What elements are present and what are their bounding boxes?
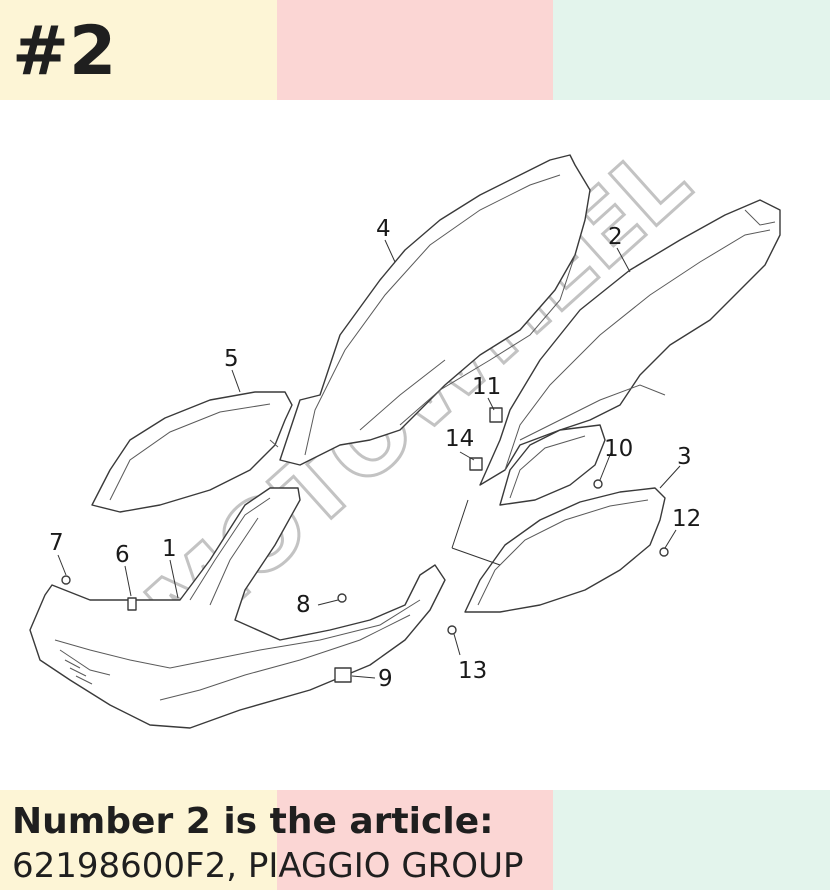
callout-10: 10: [604, 436, 633, 462]
part-2-right-side-panel: [479, 199, 781, 486]
exploded-parts-diagram: MOTOWHEEL: [29, 124, 781, 729]
callout-14: 14: [445, 426, 474, 452]
part-number-badge: #2: [12, 12, 117, 91]
footer-band: [0, 790, 830, 890]
callout-7: 7: [49, 530, 64, 556]
part-12-screw: [659, 547, 669, 557]
callout-5: 5: [224, 346, 239, 372]
caption-part-number: 62198600F2, PIAGGIO GROUP: [12, 846, 524, 886]
part-4-left-side-panel: [279, 154, 591, 466]
callout-9: 9: [378, 666, 393, 692]
part-1-footrest-body: [29, 487, 446, 729]
part-7-screw: [61, 575, 71, 585]
callout-11: 11: [472, 374, 501, 400]
band-segment-pink: [277, 0, 553, 100]
band-segment-yellow: [0, 0, 277, 100]
part-5-rear-left-panel: [91, 391, 293, 513]
article-caption: Number 2 is the article: 62198600F2, PIA…: [12, 800, 523, 888]
part-11-clip: [489, 407, 503, 423]
callout-8: 8: [296, 592, 311, 618]
band-segment-yellow: [0, 790, 277, 890]
band-segment-green: [553, 0, 830, 100]
callout-13: 13: [458, 658, 487, 684]
leader-lines: [57, 239, 681, 679]
part-10-screw: [593, 479, 603, 489]
part-9-nut: [334, 667, 352, 683]
header-band: [0, 0, 830, 100]
part-13-screw: [447, 625, 457, 635]
callout-12: 12: [672, 506, 701, 532]
part-3-rear-right-panel: [464, 487, 666, 613]
part-6-screw: [127, 597, 137, 611]
part-14-clip: [469, 457, 483, 471]
callout-3: 3: [677, 444, 692, 470]
part-8-screw: [337, 593, 347, 603]
callout-4: 4: [376, 216, 391, 242]
callout-1: 1: [162, 536, 177, 562]
callout-2: 2: [608, 224, 623, 250]
caption-title: Number 2 is the article:: [12, 801, 494, 842]
part-10-bracket: [499, 424, 606, 506]
fasteners: [61, 407, 669, 683]
band-segment-pink: [277, 790, 553, 890]
band-segment-green: [553, 790, 830, 890]
callout-6: 6: [115, 542, 130, 568]
